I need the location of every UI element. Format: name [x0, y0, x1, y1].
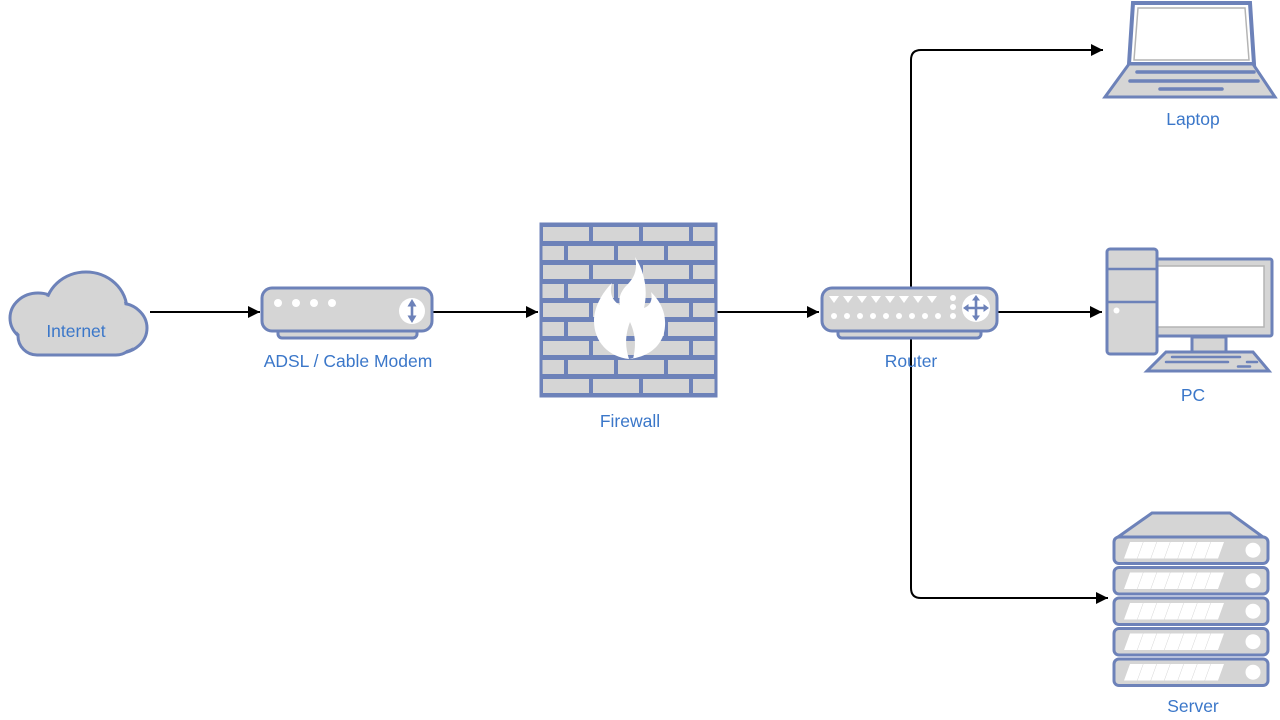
internet-label: Internet — [46, 321, 105, 341]
router-label: Router — [885, 351, 938, 371]
modem-node: ADSL / Cable Modem — [260, 286, 434, 371]
server-top — [1113, 511, 1268, 539]
server-rack-unit — [1112, 657, 1270, 687]
firewall-label: Firewall — [600, 411, 660, 431]
router-leds — [831, 295, 956, 319]
four-way-arrow-icon — [963, 295, 989, 321]
server-node: Server — [1112, 511, 1270, 716]
laptop-keyboard-lines — [1128, 70, 1260, 91]
keyboard-key-lines — [1164, 355, 1259, 368]
laptop-label: Laptop — [1166, 109, 1220, 129]
tower-panel-lines — [1105, 267, 1159, 304]
flame-icon — [594, 257, 666, 359]
power-led — [1113, 307, 1120, 314]
modem-label: ADSL / Cable Modem — [264, 351, 433, 371]
server-rack-unit — [1112, 535, 1270, 565]
internet-node: Internet — [8, 270, 149, 357]
pc-label: PC — [1181, 385, 1205, 405]
monitor-screen — [1148, 265, 1265, 328]
server-rack-unit — [1112, 627, 1270, 657]
server-rack-unit — [1112, 596, 1270, 626]
cloud-icon — [8, 270, 149, 357]
edge-router-to-laptop — [910, 44, 1103, 310]
firewall-node: Firewall — [539, 222, 718, 431]
connectors — [150, 44, 1108, 604]
pc-node: PC — [1105, 247, 1274, 405]
up-down-arrow-icon — [407, 299, 417, 323]
laptop-screen-inner — [1133, 7, 1250, 61]
edge-router-to-server — [910, 310, 1108, 604]
modem-body — [260, 286, 434, 333]
server-label: Server — [1167, 696, 1219, 716]
modem-leds — [274, 299, 336, 307]
server-rack-unit — [1112, 566, 1270, 596]
laptop-node: Laptop — [1102, 1, 1278, 129]
router-node: Router — [820, 286, 999, 371]
